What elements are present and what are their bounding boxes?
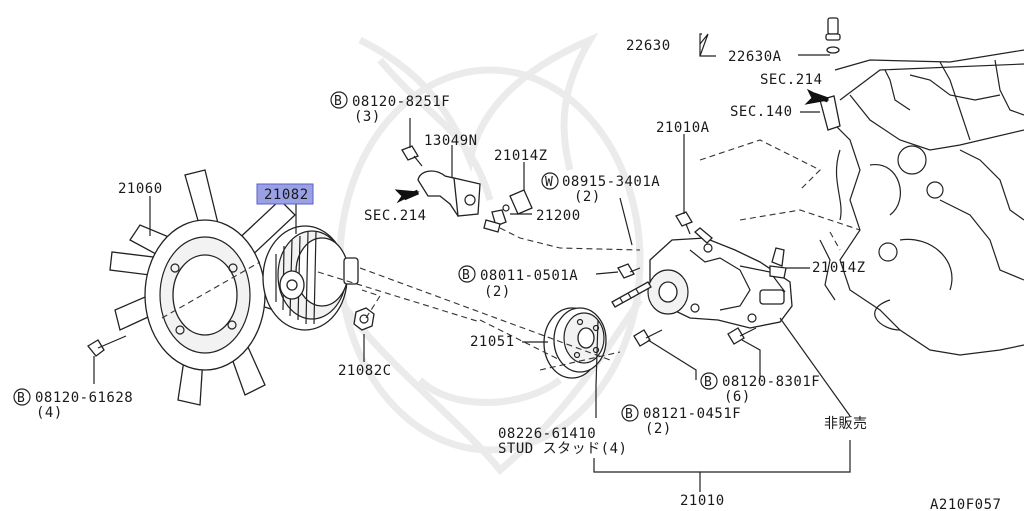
figure-code: A210F057: [930, 497, 1001, 511]
callout-21060[interactable]: 21060: [118, 181, 163, 197]
leader-lines: [93, 33, 851, 492]
callout-08011-0501a[interactable]: 08011-0501A (2): [480, 268, 578, 300]
callout-sec140[interactable]: SEC.140: [730, 104, 793, 120]
arrow-sec214-top: [804, 88, 830, 105]
callout-22630[interactable]: 22630: [626, 38, 671, 54]
svg-text:(2): (2): [645, 421, 672, 437]
svg-text:B: B: [17, 391, 25, 406]
svg-text:SEC.140: SEC.140: [730, 104, 793, 120]
callout-08120-61628[interactable]: 08120-61628 (4): [35, 390, 133, 421]
bolt-61628: [87, 335, 127, 357]
svg-text:08120-8251F: 08120-8251F: [352, 94, 450, 110]
callout-21200[interactable]: 21200: [536, 208, 581, 224]
callout-not-for-sale[interactable]: 非販売: [824, 416, 868, 432]
svg-text:08121-0451F: 08121-0451F: [643, 406, 741, 422]
svg-text:SEC.214: SEC.214: [364, 208, 427, 224]
svg-text:21014Z: 21014Z: [812, 260, 866, 276]
svg-text:(2): (2): [574, 189, 601, 205]
svg-text:(6): (6): [724, 389, 751, 405]
callout-21082[interactable]: 21082: [264, 187, 309, 203]
bolt-8301f: [727, 327, 757, 345]
bolt-marker-61628: B: [13, 388, 31, 406]
svg-text:STUD スタッド(4): STUD スタッド(4): [498, 441, 627, 457]
bolt-22630: [825, 17, 841, 54]
svg-text:21010A: 21010A: [656, 120, 710, 136]
svg-text:21082C: 21082C: [338, 363, 392, 379]
arrow-sec214-left: [394, 189, 420, 204]
svg-text:SEC.214: SEC.214: [760, 72, 823, 88]
svg-text:13049N: 13049N: [424, 133, 478, 149]
sensor-sec140-connector: [819, 95, 841, 131]
svg-text:21010: 21010: [680, 493, 725, 509]
svg-text:22630: 22630: [626, 38, 671, 54]
stud: [611, 281, 652, 308]
bolt-marker-8251f: B: [330, 91, 348, 109]
callout-21014z-top[interactable]: 21014Z: [494, 148, 548, 164]
fan-clutch: [262, 225, 359, 331]
svg-text:08915-3401A: 08915-3401A: [562, 174, 660, 190]
svg-text:21082: 21082: [264, 187, 309, 203]
svg-text:08120-61628: 08120-61628: [35, 390, 133, 406]
bolt-21010a: [675, 211, 693, 235]
callout-13049n[interactable]: 13049N: [424, 133, 478, 149]
pulley: [543, 307, 607, 379]
svg-text:08226-61410: 08226-61410: [498, 426, 596, 442]
callout-21010a[interactable]: 21010A: [656, 120, 710, 136]
bolt-0451f: [633, 329, 663, 347]
thermostat-housing: [417, 170, 481, 217]
svg-text:21200: 21200: [536, 208, 581, 224]
svg-text:B: B: [334, 94, 342, 109]
svg-text:(3): (3): [354, 109, 381, 125]
bolt-marker-0501a: B: [458, 265, 476, 283]
svg-text:(2): (2): [484, 284, 511, 300]
engine-block: [819, 49, 1024, 356]
bolt-marker-0451f: B: [621, 404, 639, 422]
svg-text:08120-8301F: 08120-8301F: [722, 374, 820, 390]
callout-sec214-top[interactable]: SEC.214: [760, 72, 823, 88]
sensor-21200: [483, 209, 507, 233]
svg-text:(4): (4): [36, 405, 63, 421]
dashed-lines: [161, 139, 861, 371]
callout-21051[interactable]: 21051: [470, 334, 515, 350]
svg-text:08011-0501A: 08011-0501A: [480, 268, 578, 284]
nut-21082c: [353, 307, 375, 331]
washer-marker-3401a: W: [541, 172, 559, 190]
callout-22630a[interactable]: 22630A: [728, 49, 782, 65]
callout-21082c[interactable]: 21082C: [338, 363, 392, 379]
callout-21010[interactable]: 21010: [680, 493, 725, 509]
callout-08121-0451f[interactable]: 08121-0451F (2): [643, 406, 741, 437]
callout-sec214-left[interactable]: SEC.214: [364, 208, 427, 224]
bolt-8251f: [401, 145, 423, 167]
svg-text:21060: 21060: [118, 181, 163, 197]
bolt-0501a: [617, 263, 641, 279]
svg-text:W: W: [545, 175, 553, 190]
callout-08120-8301f[interactable]: 08120-8301F (6): [722, 374, 820, 405]
highlight-box-21082: [256, 183, 314, 205]
svg-text:B: B: [625, 407, 633, 422]
svg-text:B: B: [462, 268, 470, 283]
water-pump: [647, 227, 793, 329]
callout-08226-61410[interactable]: 08226-61410 STUD スタッド(4): [498, 426, 627, 457]
callout-08120-8251f[interactable]: 08120-8251F (3): [352, 94, 450, 125]
svg-text:21051: 21051: [470, 334, 515, 350]
svg-text:22630A: 22630A: [728, 49, 782, 65]
svg-text:非販売: 非販売: [824, 416, 868, 432]
svg-text:21014Z: 21014Z: [494, 148, 548, 164]
temp-sensor-top: [502, 189, 533, 215]
bolt-marker-8301f: B: [700, 372, 718, 390]
callout-08915-3401a[interactable]: 08915-3401A (2): [562, 174, 660, 205]
temp-sensor-right: [769, 247, 787, 279]
callout-21014z-right[interactable]: 21014Z: [812, 260, 866, 276]
svg-text:B: B: [704, 375, 712, 390]
